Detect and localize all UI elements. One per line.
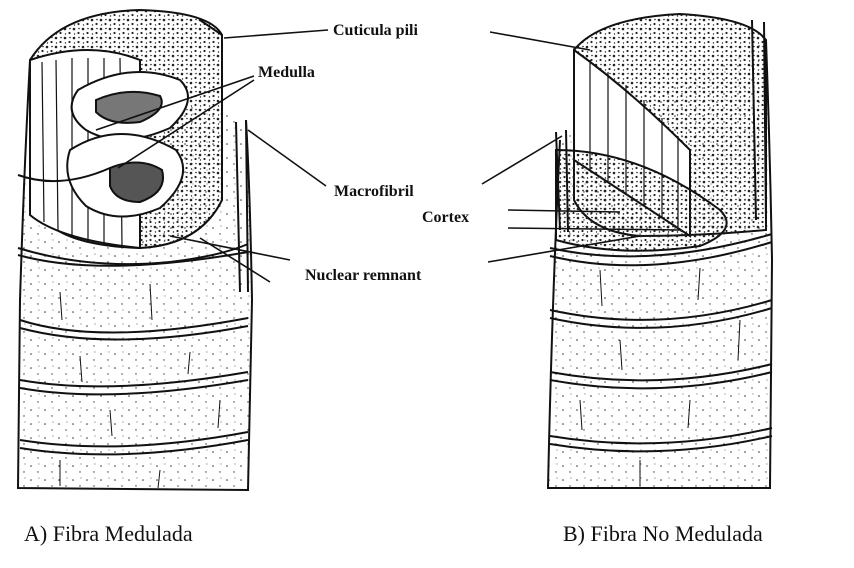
label-nuclear-remnant: Nuclear remnant [305,267,422,284]
label-macrofibril: Macrofibril [334,183,414,200]
fiber-b [548,14,772,488]
caption-fiber-b: B) Fibra No Medulada [563,521,763,547]
caption-fiber-a: A) Fibra Medulada [24,521,193,547]
label-cuticula-pili: Cuticula pili [333,22,418,39]
leader-cuticula-a [224,30,328,38]
label-cortex: Cortex [422,209,469,226]
label-medulla: Medulla [258,64,315,81]
leader-cuticula-b [490,32,590,50]
leader-macrofibril-b [482,136,562,184]
leader-macrofibril-a [248,130,326,186]
fiber-a [18,10,252,490]
